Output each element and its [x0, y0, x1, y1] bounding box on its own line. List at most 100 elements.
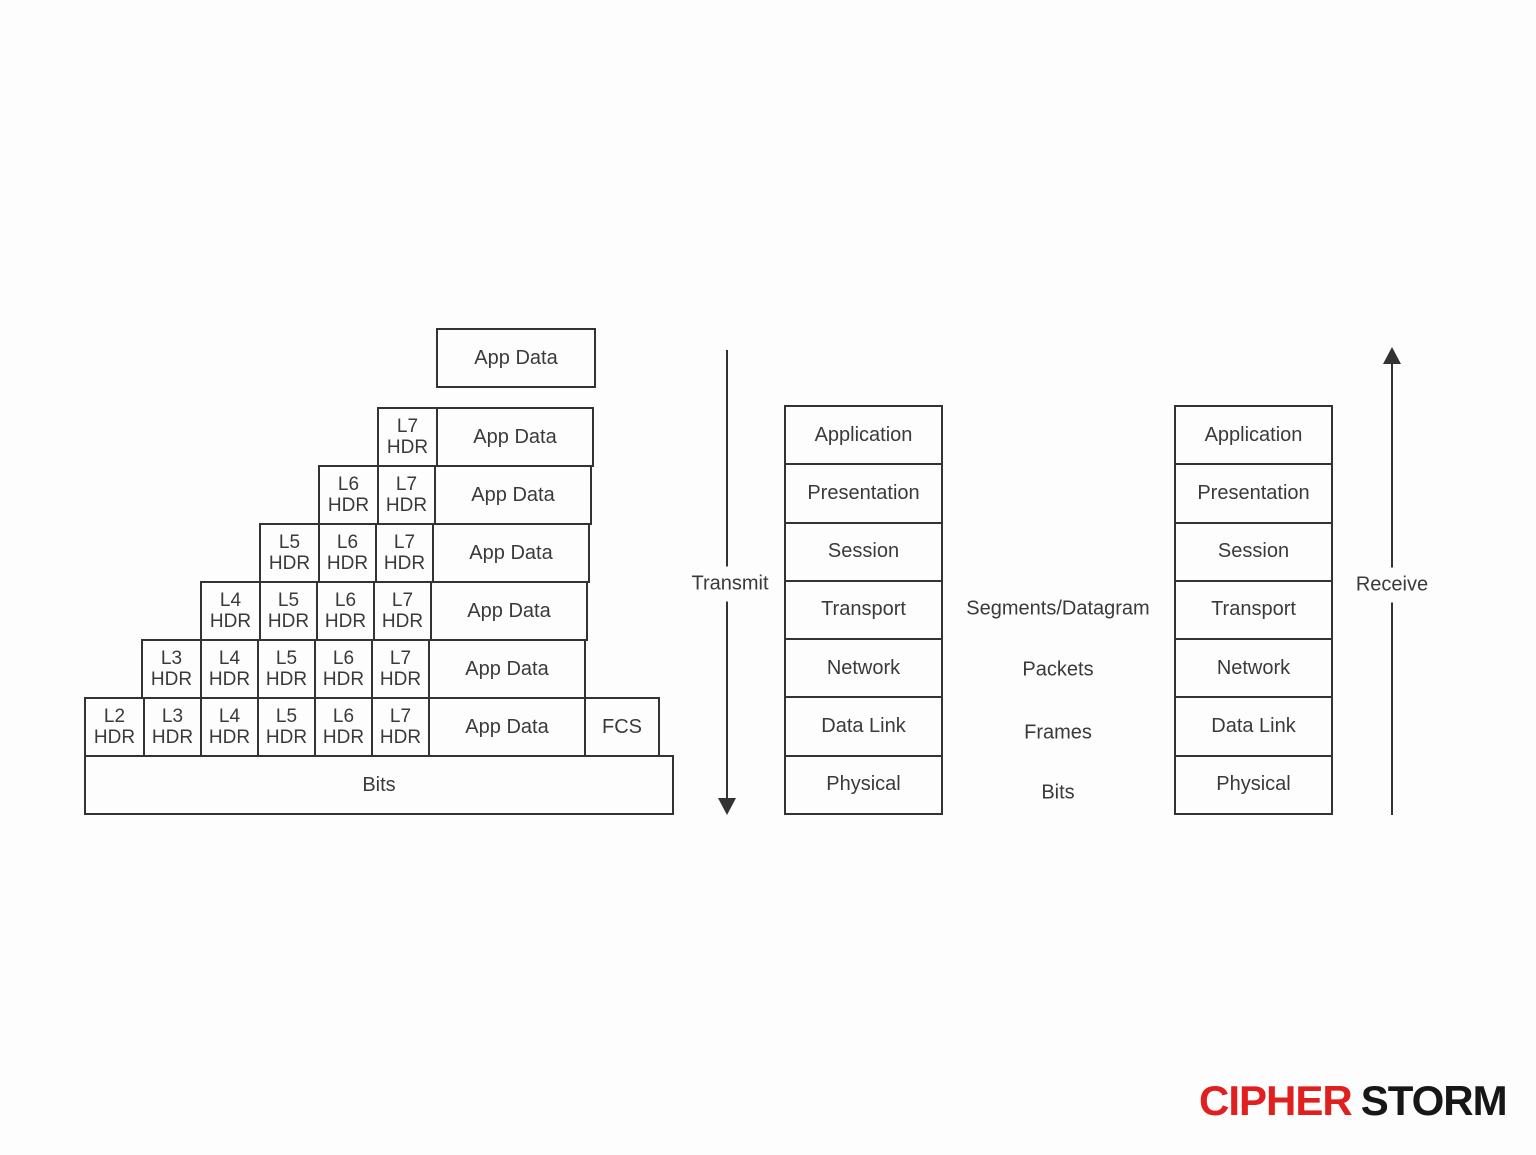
app-data-label: App Data [465, 715, 549, 738]
hdr-cell-l4: L4 HDR [200, 641, 257, 697]
hdr-layer-label: L4 [218, 647, 241, 669]
hdr-suffix-label: HDR [322, 727, 365, 748]
app-data-label: App Data [471, 483, 555, 506]
osi-layer-label: Application [1204, 423, 1303, 446]
hdr-layer-label: L7 [393, 531, 416, 553]
osi-layer-application: Application [786, 407, 941, 463]
hdr-layer-label: L7 [395, 473, 418, 495]
hdr-cell-l7: L7 HDR [377, 467, 434, 523]
hdr-cell-l6: L6 HDR [320, 467, 377, 523]
app-data-label: App Data [467, 599, 551, 622]
bits-bar: Bits [84, 755, 674, 815]
osi-stack-receive: Application Presentation Session Transpo… [1174, 405, 1333, 815]
app-data-label: App Data [474, 346, 558, 369]
osi-layer-label: Network [1216, 656, 1291, 679]
pdu-label-packets: Packets [1022, 658, 1094, 681]
hdr-layer-label: L7 [391, 589, 414, 611]
fcs-cell: FCS [584, 699, 658, 755]
osi-layer-network: Network [1176, 638, 1331, 696]
hdr-suffix-label: HDR [379, 669, 422, 690]
hdr-layer-label: L6 [332, 647, 355, 669]
hdr-layer-label: L5 [278, 531, 301, 553]
hdr-suffix-label: HDR [324, 611, 367, 632]
hdr-layer-label: L5 [275, 705, 298, 727]
osi-layer-label: Data Link [821, 715, 906, 738]
hdr-cell-l5: L5 HDR [259, 583, 316, 639]
osi-layer-physical: Physical [786, 754, 941, 813]
app-data-cell: App Data [428, 699, 584, 755]
staircase-row-appdata: App Data [436, 328, 596, 388]
cipherstorm-logo: CIPHER STORM [1199, 1077, 1508, 1124]
osi-layer-physical: Physical [1176, 754, 1331, 813]
staircase-row-l2: L2 HDR L3 HDR L4 HDR L5 HDR L6 HDR L7 HD… [84, 697, 660, 757]
hdr-layer-label: L7 [396, 415, 419, 437]
osi-layer-label: Data Link [1211, 715, 1296, 738]
hdr-cell-l7: L7 HDR [379, 409, 436, 465]
fcs-label: FCS [602, 715, 642, 738]
pdu-label-segments: Segments/Datagram [966, 597, 1150, 620]
hdr-suffix-label: HDR [208, 669, 251, 690]
pdu-label-bits: Bits [1041, 781, 1075, 804]
hdr-layer-label: L6 [337, 473, 360, 495]
hdr-cell-l5: L5 HDR [261, 525, 318, 581]
app-data-cell: App Data [434, 467, 590, 523]
hdr-layer-label: L6 [336, 531, 359, 553]
hdr-cell-l7: L7 HDR [373, 583, 430, 639]
osi-layer-transport: Transport [786, 579, 941, 638]
bits-label: Bits [362, 773, 396, 796]
osi-layer-session: Session [786, 521, 941, 580]
osi-layer-label: Application [814, 423, 913, 446]
hdr-layer-label: L2 [103, 705, 126, 727]
osi-layer-label: Physical [826, 773, 901, 796]
hdr-layer-label: L6 [332, 705, 355, 727]
hdr-layer-label: L5 [275, 647, 298, 669]
staircase-row-l6: L6 HDR L7 HDR App Data [318, 465, 592, 525]
hdr-layer-label: L4 [218, 705, 241, 727]
osi-layer-label: Transport [821, 598, 906, 621]
hdr-layer-label: L7 [389, 705, 412, 727]
hdr-suffix-label: HDR [150, 669, 193, 690]
app-data-label: App Data [465, 657, 549, 680]
hdr-layer-label: L3 [160, 647, 183, 669]
hdr-suffix-label: HDR [208, 727, 251, 748]
hdr-cell-l4: L4 HDR [200, 699, 257, 755]
hdr-cell-l7: L7 HDR [371, 699, 428, 755]
osi-layer-transport: Transport [1176, 579, 1331, 638]
app-data-cell: App Data [428, 641, 584, 697]
hdr-suffix-label: HDR [326, 553, 369, 574]
up-arrowhead-icon [1383, 347, 1401, 364]
app-data-cell: App Data [432, 525, 588, 581]
hdr-cell-l6: L6 HDR [314, 699, 371, 755]
osi-layer-application: Application [1176, 407, 1331, 463]
hdr-cell-l4: L4 HDR [202, 583, 259, 639]
osi-layer-datalink: Data Link [1176, 696, 1331, 754]
osi-layer-presentation: Presentation [1176, 463, 1331, 521]
osi-layer-label: Network [826, 656, 901, 679]
pdu-label-frames: Frames [1024, 721, 1092, 744]
transmit-label: Transmit [688, 566, 772, 602]
hdr-cell-l3: L3 HDR [143, 699, 200, 755]
app-data-cell: App Data [438, 330, 594, 386]
osi-layer-label: Presentation [807, 481, 920, 504]
hdr-suffix-label: HDR [265, 669, 308, 690]
hdr-cell-l7: L7 HDR [375, 525, 432, 581]
hdr-suffix-label: HDR [93, 727, 136, 748]
osi-layer-network: Network [786, 638, 941, 696]
hdr-cell-l7: L7 HDR [371, 641, 428, 697]
hdr-suffix-label: HDR [322, 669, 365, 690]
hdr-layer-label: L7 [389, 647, 412, 669]
osi-layer-label: Physical [1216, 773, 1291, 796]
app-data-label: App Data [473, 425, 557, 448]
hdr-suffix-label: HDR [267, 611, 310, 632]
logo-cipher-text: CIPHER [1199, 1077, 1353, 1124]
osi-layer-label: Session [1217, 540, 1290, 563]
hdr-suffix-label: HDR [209, 611, 252, 632]
hdr-cell-l5: L5 HDR [257, 641, 314, 697]
osi-layer-presentation: Presentation [786, 463, 941, 521]
hdr-cell-l6: L6 HDR [316, 583, 373, 639]
hdr-suffix-label: HDR [327, 495, 370, 516]
hdr-suffix-label: HDR [268, 553, 311, 574]
hdr-cell-l2: L2 HDR [86, 699, 143, 755]
hdr-suffix-label: HDR [385, 495, 428, 516]
osi-layer-label: Presentation [1197, 481, 1310, 504]
